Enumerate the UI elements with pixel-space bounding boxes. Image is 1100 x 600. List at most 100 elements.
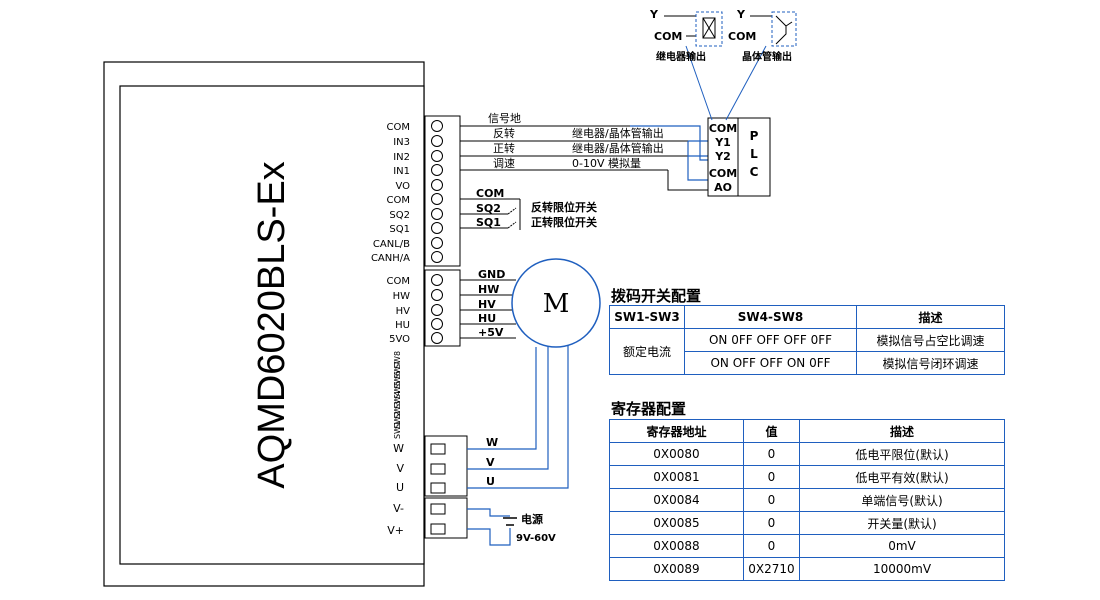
signal-wires (460, 125, 708, 191)
screw-terminal (431, 274, 443, 286)
dip-switch-label: SW4 (393, 391, 402, 409)
reg-value: 0 (743, 534, 800, 558)
svg-text:Y: Y (649, 8, 659, 21)
motor-wire-label: V (486, 456, 495, 469)
terminal-label: SQ1 (389, 224, 410, 235)
plc-pin-label: AO (714, 181, 732, 194)
screw-terminal (431, 135, 443, 147)
dip-switch-label: SW5 (393, 381, 402, 399)
terminal-label: V+ (387, 524, 404, 537)
plc-letter: L (750, 147, 758, 161)
signal-labels: 信号地 反转 正转 调速 继电器/晶体管输出 继电器/晶体管输出 0-10V 模… (488, 112, 664, 170)
dip-header-sw4-8: SW4-SW8 (684, 305, 857, 329)
reverse-label: 反转 (493, 126, 515, 140)
reg-header-addr: 寄存器地址 (609, 419, 744, 443)
hall-wire-label: HW (478, 283, 499, 296)
dip-group-label: 额定电流 (609, 328, 685, 375)
hall-wire-label: HU (478, 312, 496, 325)
terminal-label: HU (395, 320, 410, 331)
reg-value: 0 (743, 465, 800, 489)
terminal-label: COM (387, 122, 410, 133)
reg-header-desc: 描述 (799, 419, 1005, 443)
signal-ground-label: 信号地 (488, 112, 521, 125)
svg-text:继电器输出: 继电器输出 (656, 50, 706, 63)
relay-output-label: 继电器/晶体管输出 (572, 126, 664, 140)
dip-switch-label: SW8 (393, 351, 402, 369)
terminal-label: VO (395, 181, 410, 192)
terminal-label: W (393, 442, 404, 455)
terminal-label: HW (393, 291, 411, 302)
reg-address: 0X0085 (609, 511, 744, 535)
terminal-label: V (396, 462, 404, 475)
reg-address: 0X0081 (609, 465, 744, 489)
dip-table-title: 拨码开关配置 (611, 287, 702, 305)
power-terminal-block (424, 497, 468, 539)
motor-wire-label: U (486, 475, 495, 488)
motor-label: M (543, 289, 570, 319)
plc-letter: P (750, 129, 759, 143)
svg-text:COM: COM (728, 30, 756, 43)
screw-terminal (431, 120, 443, 132)
svg-text:正转限位开关: 正转限位开关 (531, 215, 597, 229)
dip-switch-label: SW3 (393, 401, 402, 419)
hall-wire-label: HV (478, 298, 496, 311)
terminal-label: IN2 (393, 152, 410, 163)
reg-value: 0 (743, 442, 800, 466)
signal-terminal-block (424, 115, 461, 267)
svg-text:晶体管输出: 晶体管输出 (742, 50, 792, 63)
dip-desc: 模拟信号占空比调速 (856, 328, 1005, 352)
reg-description: 低电平限位(默认) (799, 442, 1005, 466)
plc-pin-label: COM (709, 122, 737, 135)
dip-desc: 模拟信号闭环调速 (856, 351, 1005, 375)
reg-address: 0X0089 (609, 557, 744, 581)
transistor-output-legend: Y COM 晶体管输出 (728, 8, 797, 63)
screw-terminal (431, 332, 443, 344)
screw-terminal (431, 251, 443, 263)
screw-terminal (431, 318, 443, 330)
reg-address: 0X0088 (609, 534, 744, 558)
plc-letter: C (750, 165, 759, 179)
motor-terminal-block (424, 435, 468, 497)
plc-pin-label: Y1 (714, 136, 731, 149)
svg-text:SQ2: SQ2 (476, 202, 501, 215)
reg-description: 开关量(默认) (799, 511, 1005, 535)
limit-switch-wiring (460, 198, 521, 230)
screw-terminal (431, 179, 443, 191)
terminal-label: SQ2 (389, 210, 410, 221)
plc-pin-label: COM (709, 167, 737, 180)
reg-value: 0 (743, 511, 800, 535)
svg-text:COM: COM (476, 187, 504, 200)
limit-switch-labels: COM SQ2 SQ1 反转限位开关 正转限位开关 (476, 187, 597, 229)
hall-wiring (460, 279, 516, 339)
dip-switch-label: SW2 (393, 411, 402, 429)
terminal-label: COM (387, 195, 410, 206)
motor: M (511, 258, 601, 348)
signal-wires-blue (630, 125, 708, 181)
power-wiring (467, 508, 517, 546)
reg-description: 10000mV (799, 557, 1005, 581)
terminal-label: CANH/A (371, 253, 410, 264)
terminal-label: 5VO (389, 334, 410, 345)
terminal-labels-motor: WVU (393, 442, 404, 494)
screw-terminal (431, 193, 443, 205)
reg-address: 0X0080 (609, 442, 744, 466)
reg-address: 0X0084 (609, 488, 744, 512)
screw-terminal (431, 150, 443, 162)
terminal-label: HV (396, 306, 411, 317)
dip-header-desc: 描述 (856, 305, 1005, 329)
screw-terminal (431, 289, 443, 301)
motor-phase-wiring (467, 345, 569, 489)
svg-text:SQ1: SQ1 (476, 216, 501, 229)
dip-code: ON 0FF OFF OFF 0FF (684, 328, 857, 352)
dip-switch-label: SW1 (393, 421, 402, 439)
hall-wire-label: GND (478, 268, 505, 281)
